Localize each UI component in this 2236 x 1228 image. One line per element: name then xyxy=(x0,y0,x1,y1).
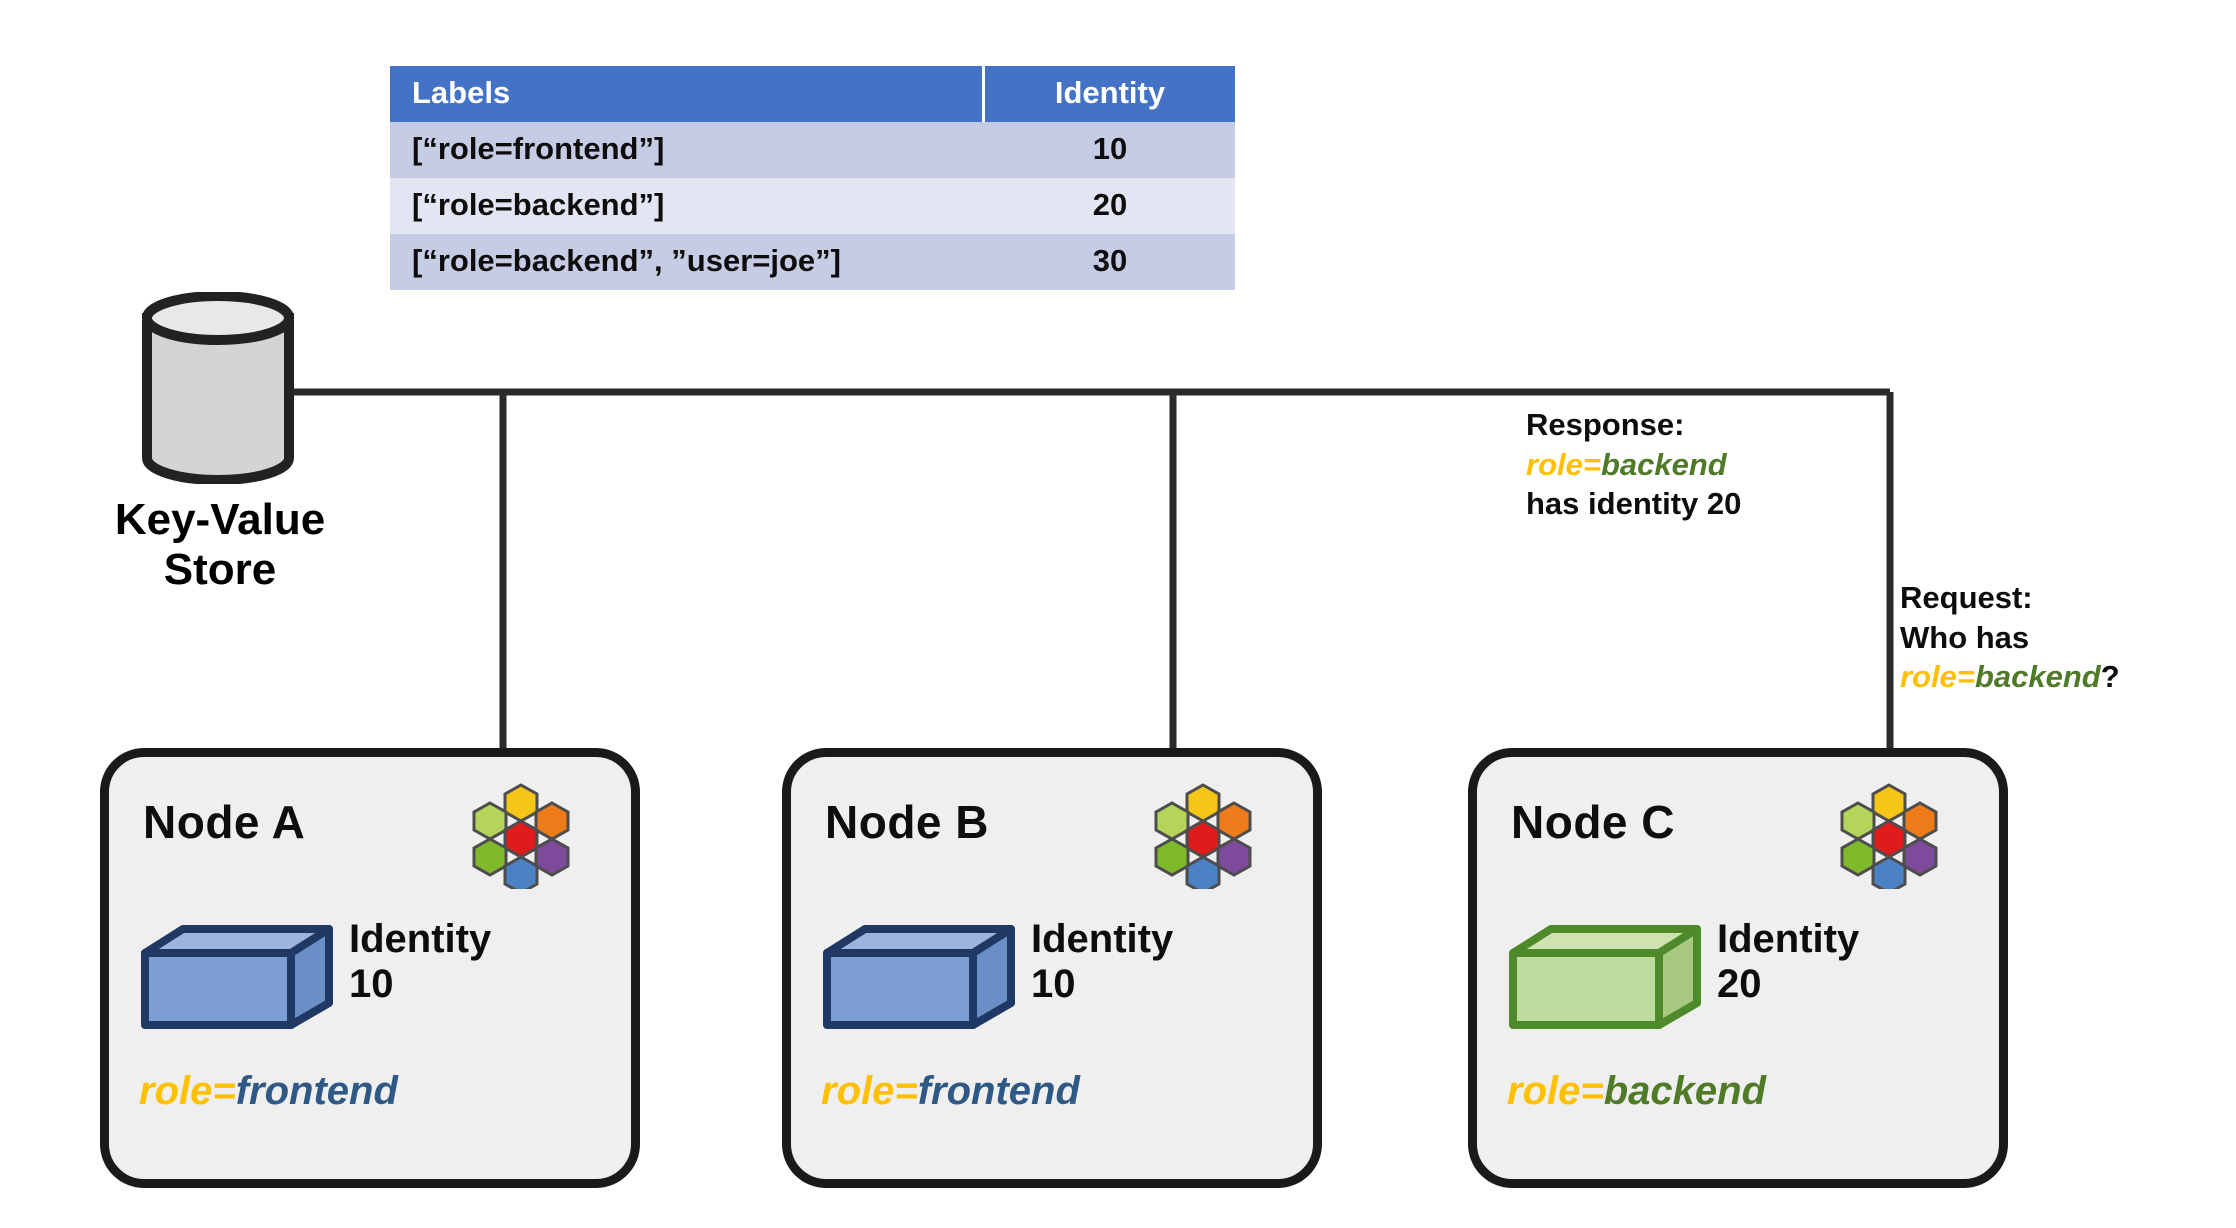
key-value-store-label: Key-Value Store xyxy=(40,495,400,595)
cilium-logo-icon xyxy=(1154,783,1252,889)
identity-value: 20 xyxy=(1717,961,1762,1006)
cell-identity: 30 xyxy=(985,234,1235,290)
response-tail: has identity 20 xyxy=(1526,486,1742,522)
request-suffix: ? xyxy=(2100,659,2120,695)
request-label-key: role= xyxy=(1900,659,1975,695)
request-label: role=backend? xyxy=(1900,657,2120,697)
blue-container-cube-icon xyxy=(823,925,1015,1029)
cilium-logo-icon xyxy=(472,783,570,889)
request-annotation: Request: Who has role=backend? xyxy=(1900,578,2120,697)
response-annotation: Response: role=backend has identity 20 xyxy=(1526,405,1741,524)
role-key: role= xyxy=(139,1069,236,1113)
table-row: [“role=backend”] 20 xyxy=(390,178,1235,234)
response-label-key: role= xyxy=(1526,446,1601,482)
node-b-identity: Identity 10 xyxy=(1031,917,1173,1007)
node-b-title: Node B xyxy=(825,796,989,848)
store-label-line2: Store xyxy=(163,545,277,595)
node-card-b[interactable]: Node B Identity 10 role=frontend xyxy=(782,748,1322,1188)
cell-labels: [“role=backend”] xyxy=(390,178,982,234)
cilium-logo-icon xyxy=(1840,783,1938,889)
cell-labels: [“role=frontend”] xyxy=(390,122,982,178)
role-key: role= xyxy=(1507,1069,1604,1113)
table-row: [“role=backend”, ”user=joe”] 30 xyxy=(390,234,1235,290)
node-a-identity: Identity 10 xyxy=(349,917,491,1007)
table-column-separator xyxy=(982,122,985,178)
table-column-separator xyxy=(982,66,985,122)
identity-label: Identity xyxy=(1717,917,1860,961)
request-label-value: backend xyxy=(1974,659,2101,695)
node-c-title: Node C xyxy=(1511,796,1675,848)
node-a-role-label: role=frontend xyxy=(139,1069,398,1114)
green-container-cube-icon xyxy=(1509,925,1701,1029)
key-value-store-icon xyxy=(142,292,294,484)
table-column-separator xyxy=(982,234,985,290)
response-label: role=backend xyxy=(1526,445,1741,485)
response-title: Response: xyxy=(1526,407,1685,442)
identity-label: Identity xyxy=(349,917,492,961)
table-header-row: Labels Identity xyxy=(390,66,1235,122)
store-label-line1: Key-Value xyxy=(114,495,326,544)
role-value: frontend xyxy=(917,1069,1080,1113)
identity-value: 10 xyxy=(1031,961,1076,1006)
node-b-role-label: role=frontend xyxy=(821,1069,1080,1114)
role-value: backend xyxy=(1603,1069,1767,1113)
cell-identity: 10 xyxy=(985,122,1235,178)
cell-identity: 20 xyxy=(985,178,1235,234)
response-label-value: backend xyxy=(1600,446,1727,482)
table-column-separator xyxy=(982,178,985,234)
blue-container-cube-icon xyxy=(141,925,333,1029)
identity-value: 10 xyxy=(349,961,394,1006)
node-c-role-label: role=backend xyxy=(1507,1069,1766,1114)
node-card-c[interactable]: Node C Identity 20 role=backend xyxy=(1468,748,2008,1188)
role-key: role= xyxy=(821,1069,918,1113)
identity-table: Labels Identity [“role=frontend”] 10 [“r… xyxy=(390,66,1235,290)
request-title: Request: xyxy=(1900,580,2033,615)
table-row: [“role=frontend”] 10 xyxy=(390,122,1235,178)
node-card-a[interactable]: Node A Identity 10 role=frontend xyxy=(100,748,640,1188)
node-a-title: Node A xyxy=(143,796,306,848)
table-header-labels: Labels xyxy=(390,66,982,122)
request-line2: Who has xyxy=(1900,619,2030,655)
role-value: frontend xyxy=(235,1069,398,1113)
node-c-identity: Identity 20 xyxy=(1717,917,1859,1007)
cell-labels: [“role=backend”, ”user=joe”] xyxy=(390,234,982,290)
identity-label: Identity xyxy=(1031,917,1174,961)
table-header-identity: Identity xyxy=(985,66,1235,122)
